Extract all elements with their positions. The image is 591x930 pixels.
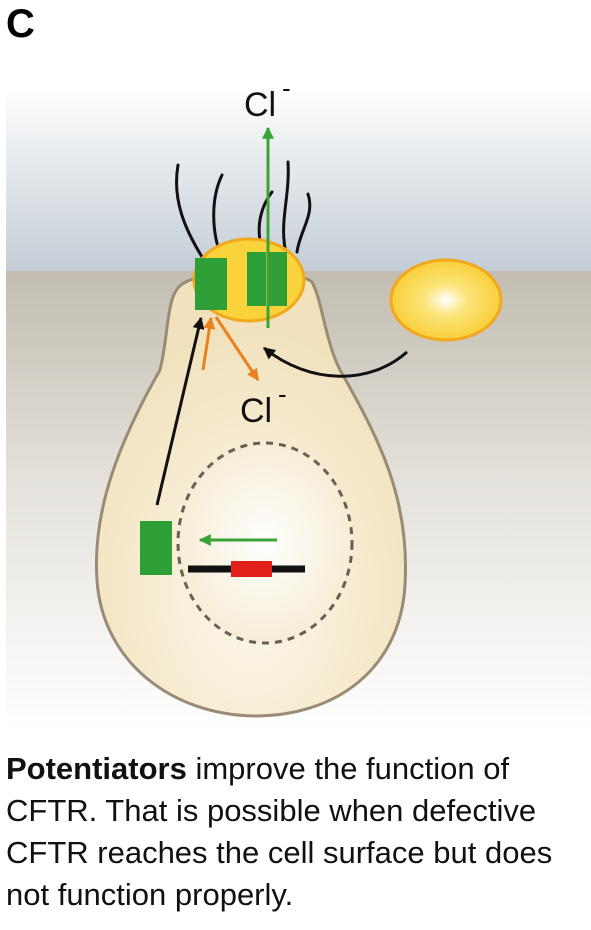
chloride-charge-top: - — [282, 73, 291, 103]
cftr-protein-icon — [140, 521, 172, 575]
caption-text: improve the function of CFTR. That is po… — [6, 751, 553, 912]
caption: Potentiators improve the function of CFT… — [6, 748, 591, 916]
potentiator-arrow — [201, 316, 216, 371]
vesicle-fusion-arrow — [263, 346, 408, 378]
nucleus — [176, 441, 354, 645]
chloride-label-bottom: Cl — [240, 392, 272, 430]
vesicle-icon — [389, 258, 503, 342]
mutation-icon — [231, 561, 272, 577]
chloride-charge-bottom: - — [278, 379, 287, 409]
panel-letter: C — [6, 2, 35, 46]
cftr-channel-icon — [195, 258, 227, 310]
potentiator-arrow — [214, 316, 260, 381]
caption-bold: Potentiators — [6, 751, 187, 786]
cell-diagram: Cl - Cl - — [6, 73, 591, 730]
trafficking-arrow — [155, 316, 205, 506]
chloride-label-top: Cl — [244, 86, 276, 124]
